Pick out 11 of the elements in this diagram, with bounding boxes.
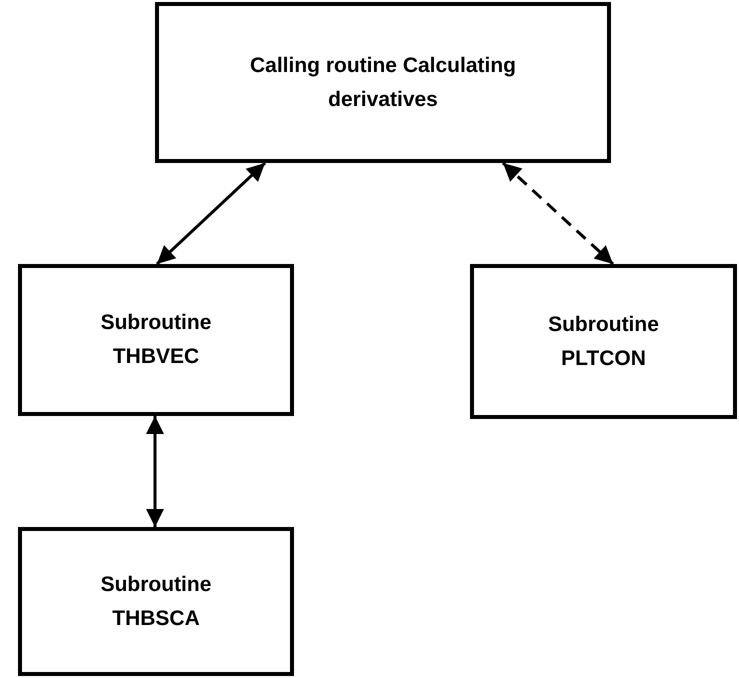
double-arrow	[146, 416, 164, 527]
process-box	[470, 264, 737, 419]
box-label: Subroutine THBVEC	[100, 310, 212, 370]
box-label: Calling routine Calculating derivatives	[248, 52, 518, 112]
double-arrow	[502, 162, 614, 266]
process-box	[18, 527, 294, 676]
box-label: Subroutine PLTCON	[547, 312, 660, 372]
double-arrow	[156, 162, 266, 266]
process-box	[155, 2, 611, 163]
process-box	[18, 264, 294, 416]
box-label: Subroutine THBSCA	[100, 572, 212, 632]
